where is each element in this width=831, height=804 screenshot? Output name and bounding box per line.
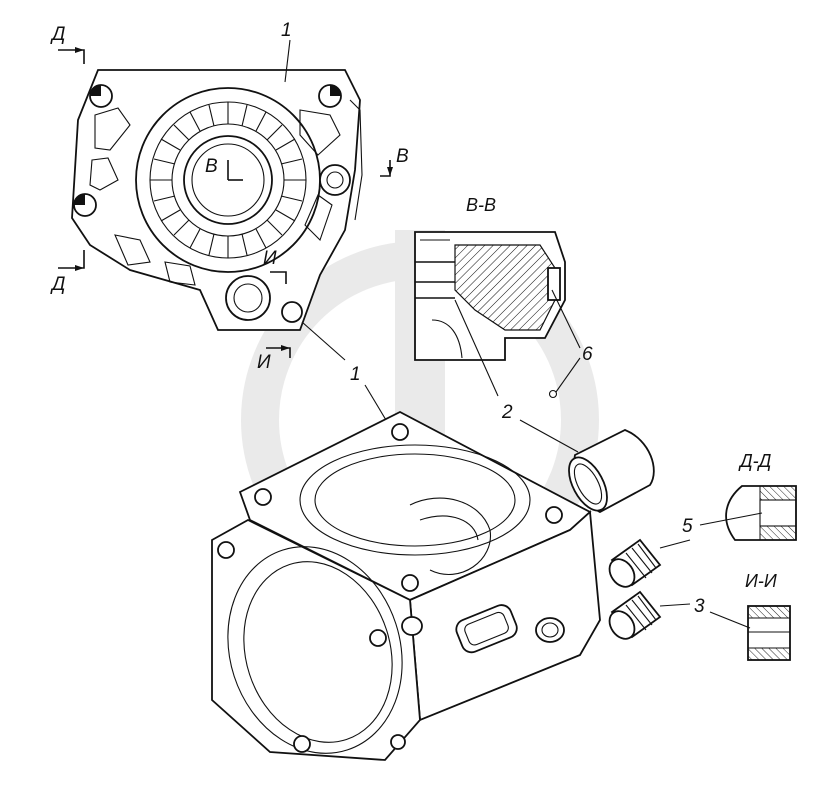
section-marker-i-bottom: И: [257, 345, 291, 373]
housing-face-view: [71, 69, 363, 331]
section-marker-d-bottom: Д: [50, 250, 85, 295]
callout-1-bottom: 1: [301, 321, 393, 431]
callout-2: 2: [454, 299, 579, 453]
callout-6: 6: [548, 289, 593, 399]
bushing-part-2: [568, 429, 655, 514]
svg-text:2: 2: [501, 402, 513, 423]
svg-text:Д: Д: [50, 274, 65, 295]
svg-text:В: В: [396, 146, 409, 167]
svg-text:Д-Д: Д-Д: [738, 451, 772, 471]
svg-text:1: 1: [350, 364, 361, 385]
svg-text:И-И: И-И: [745, 571, 777, 591]
callout-3-label: 3: [694, 596, 705, 617]
section-dd-detail: Д-Д: [699, 451, 797, 541]
section-marker-v-center: В: [205, 156, 218, 177]
section-ii-detail: И-И: [709, 571, 791, 661]
section-marker-v-right: В: [380, 146, 409, 177]
svg-text:6: 6: [582, 344, 593, 365]
section-marker-d-top: Д: [50, 24, 85, 64]
svg-text:В-В: В-В: [466, 195, 496, 215]
callout-1-top: 1: [281, 20, 292, 83]
callout-5-label: 5: [682, 516, 693, 537]
section-marker-i-left: И: [263, 248, 287, 284]
svg-text:И: И: [257, 352, 271, 373]
threaded-insert-part-3: 3: [608, 590, 705, 640]
threaded-insert-part-5: 5: [608, 516, 693, 588]
svg-text:1: 1: [281, 20, 292, 41]
section-vv-detail: В-В: [414, 195, 566, 361]
housing-isometric: [211, 410, 601, 761]
svg-text:И: И: [263, 248, 277, 269]
svg-text:Д: Д: [50, 24, 65, 45]
